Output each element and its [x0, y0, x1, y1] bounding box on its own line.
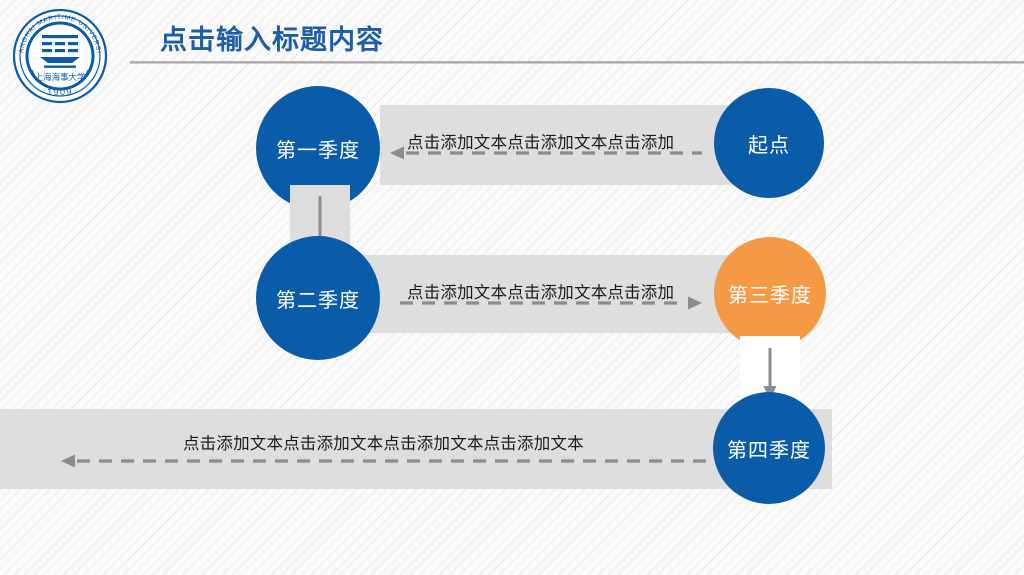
- svg-text:1909: 1909: [47, 87, 73, 97]
- flow-bar-row-2: [352, 255, 756, 333]
- flow-arrow-row-3-left: [57, 454, 747, 468]
- flow-node-label: 起点: [748, 134, 790, 157]
- title-divider: [130, 61, 1024, 64]
- flow-node-label: 第三季度: [728, 284, 812, 307]
- flow-node-row-3-right[interactable]: 第四季度: [713, 392, 825, 504]
- flow-arrow-row-2-right: [400, 296, 706, 310]
- flow-node-label: 第四季度: [727, 439, 811, 462]
- flow-bar-row-3: [0, 409, 832, 489]
- page-title: 点击输入标题内容: [160, 25, 384, 55]
- flow-node-row-2-right[interactable]: 第三季度: [714, 237, 826, 349]
- university-logo: SHANGHAI MARITIME UNIVERSITY 上海海事大学 1909: [9, 3, 108, 104]
- svg-text:上海海事大学: 上海海事大学: [34, 72, 86, 82]
- logo-seal-icon: SHANGHAI MARITIME UNIVERSITY 上海海事大学 1909: [9, 3, 108, 104]
- flow-arrow-row-1-left: [386, 146, 704, 160]
- flow-node-start[interactable]: 起点: [714, 88, 824, 198]
- flow-text-row-2: 点击添加文本点击添加文本点击添加: [407, 284, 675, 302]
- flow-node-row-2-left[interactable]: 第二季度: [256, 236, 380, 360]
- flow-text-row-1: 点击添加文本点击添加文本点击添加: [407, 134, 675, 152]
- flow-text-row-3: 点击添加文本点击添加文本点击添加文本点击添加文本: [183, 435, 584, 453]
- flow-bar-row-1: [380, 105, 752, 185]
- flow-node-label: 第二季度: [276, 289, 360, 312]
- flow-node-label: 第一季度: [276, 139, 360, 162]
